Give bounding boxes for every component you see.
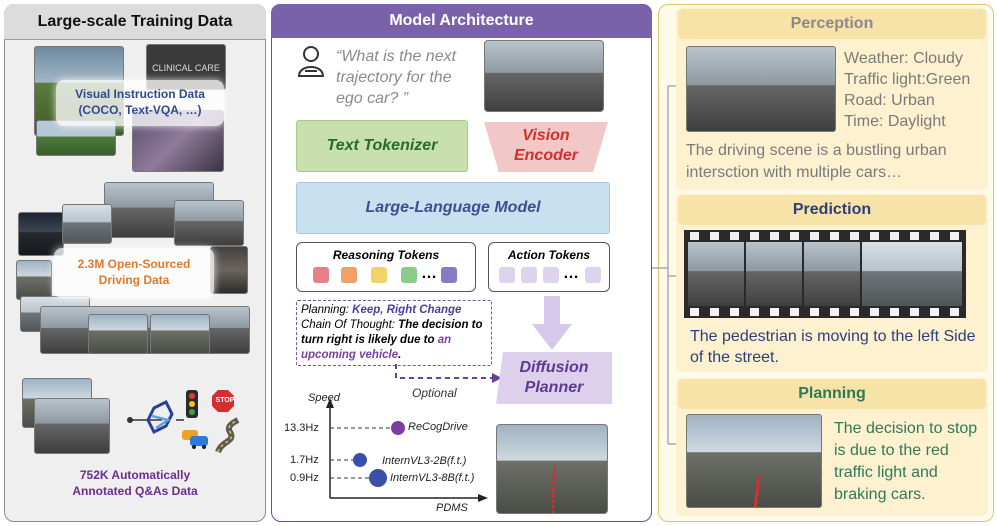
action-ellipsis: … (563, 265, 579, 282)
vision-encoder-line2: Encoder (513, 147, 578, 164)
vision-encoder-block: Vision Encoder (484, 122, 608, 172)
reasoning-token (371, 267, 387, 283)
visual-instruction-sources: (COCO, Text-VQA, …) (78, 103, 202, 117)
perception-attributes: Weather: Cloudy Traffic light:Green Road… (844, 48, 988, 132)
data-point (353, 453, 367, 467)
driving-photo-6 (210, 246, 248, 294)
optional-dashed-arrow (395, 364, 502, 383)
visual-instruction-label: Visual Instruction Data (COCO, Text-VQA,… (56, 80, 224, 126)
data-point (369, 469, 387, 487)
planning-value: Keep, Right Change (352, 304, 462, 316)
clinical-care-text: CLINICAL CARE (152, 63, 220, 73)
y-tick-label: 0.9Hz (290, 472, 319, 484)
film-holes-bottom (684, 308, 966, 316)
action-token (499, 267, 515, 283)
driving-data-line2: Driving Data (98, 273, 170, 287)
planning-title: Planning (678, 379, 986, 409)
action-tokens-box: Action Tokens … (488, 242, 610, 292)
y-axis-label: Speed (308, 392, 340, 404)
prediction-filmstrip (684, 230, 966, 318)
traffic-light-icon (186, 390, 198, 418)
sign-photo (36, 120, 116, 156)
prediction-title: Prediction (678, 195, 986, 225)
trajectory-photo (496, 424, 608, 514)
planning-label: Planning: (301, 304, 353, 316)
down-arrow-icon (532, 296, 572, 350)
action-token (521, 267, 537, 283)
reasoning-token (401, 267, 417, 283)
trajectory-path-icon (551, 464, 557, 513)
user-icon (297, 46, 325, 77)
traffic-light-text: Traffic light:Green (844, 71, 971, 88)
stop-sign-icon (212, 390, 234, 412)
film-frame-3 (804, 242, 860, 306)
annotation-pipeline-icons (127, 390, 240, 454)
point-label: ReCogDrive (408, 421, 468, 433)
perception-title: Perception (678, 9, 986, 39)
cot-label: Chain Of Thought: (301, 319, 399, 331)
driving-photo-4 (174, 200, 244, 246)
action-token (585, 267, 601, 283)
driving-data-label: 2.3M Open-Sourced Driving Data (54, 248, 214, 298)
optional-label: Optional (412, 386, 457, 400)
cot-end: . (398, 349, 402, 361)
film-frame-2 (746, 242, 802, 306)
planning-path-icon (753, 474, 761, 507)
planning-description: The decision to stop is due to the red t… (834, 420, 978, 503)
driving-photo-2 (18, 212, 64, 256)
y-tick-label: 1.7Hz (290, 454, 319, 466)
film-frame-1 (688, 242, 744, 306)
cot-highlight: an upcoming vehicle (301, 334, 452, 361)
driving-photo-5 (16, 260, 52, 300)
driving-photo-3 (62, 204, 112, 244)
road-text: Road: Urban (844, 92, 935, 109)
planning-photo (686, 414, 822, 508)
reasoning-token (341, 267, 357, 283)
diffusion-planner-block: Diffusion Planner (496, 352, 612, 404)
action-token (543, 267, 559, 283)
x-axis-label: PDMS (436, 502, 468, 514)
point-label: InternVL3-8B(f.t.) (390, 472, 475, 484)
perception-photo (686, 46, 836, 132)
reasoning-token (313, 267, 329, 283)
llm-block: Large-Language Model (296, 182, 610, 234)
film-holes-top (684, 232, 966, 240)
action-tokens-title: Action Tokens (507, 248, 591, 262)
annotated-caption: 752K Automatically Annotated Q&As Data (4, 467, 266, 499)
reasoning-tokens-box: Reasoning Tokens … (296, 242, 476, 292)
architecture-title: Model Architecture (271, 4, 652, 38)
annotated-photo-front (34, 398, 110, 454)
y-tick-label: 13.3Hz (284, 422, 319, 434)
chain-of-thought-box: Planning: Keep, Right Change Chain Of Th… (296, 300, 492, 366)
training-data-title: Large-scale Training Data (4, 4, 266, 40)
question-text: “What is the next trajectory for the ego… (336, 48, 457, 107)
stop-sign-text: STOP (215, 397, 235, 404)
speed-pdms-chart (326, 398, 488, 502)
perception-description: The driving scene is a bustling urban in… (686, 142, 947, 181)
annotated-line1: 752K Automatically (79, 468, 191, 482)
vision-encoder-line1: Vision (522, 127, 570, 144)
weather-text: Weather: Cloudy (844, 50, 963, 67)
visual-instruction-title: Visual Instruction Data (75, 87, 205, 101)
driving-photo-10 (150, 314, 210, 354)
time-text: Time: Daylight (844, 113, 946, 130)
driving-photo-9 (88, 314, 148, 354)
annotated-line2: Annotated Q&As Data (72, 484, 198, 498)
prediction-description: The pedestrian is moving to the left Sid… (690, 328, 976, 366)
ego-camera-photo (484, 40, 604, 112)
model-logo-icon (146, 399, 174, 435)
driving-data-line1: 2.3M Open-Sourced (77, 257, 191, 271)
reasoning-ellipsis: … (421, 265, 437, 282)
reasoning-tokens-title: Reasoning Tokens (332, 248, 440, 262)
reasoning-token (441, 267, 457, 283)
point-label: InternVL3-2B(f.t.) (382, 455, 467, 467)
winding-road-icon (215, 417, 240, 454)
cars-icon (182, 430, 208, 449)
diffusion-line1: Diffusion (519, 359, 589, 376)
text-tokenizer-block: Text Tokenizer (296, 120, 468, 172)
data-point (391, 421, 405, 435)
film-frame-4 (862, 242, 962, 306)
cot-bold: The decision to turn right is likely due… (301, 319, 483, 346)
diffusion-line2: Planner (524, 379, 584, 396)
